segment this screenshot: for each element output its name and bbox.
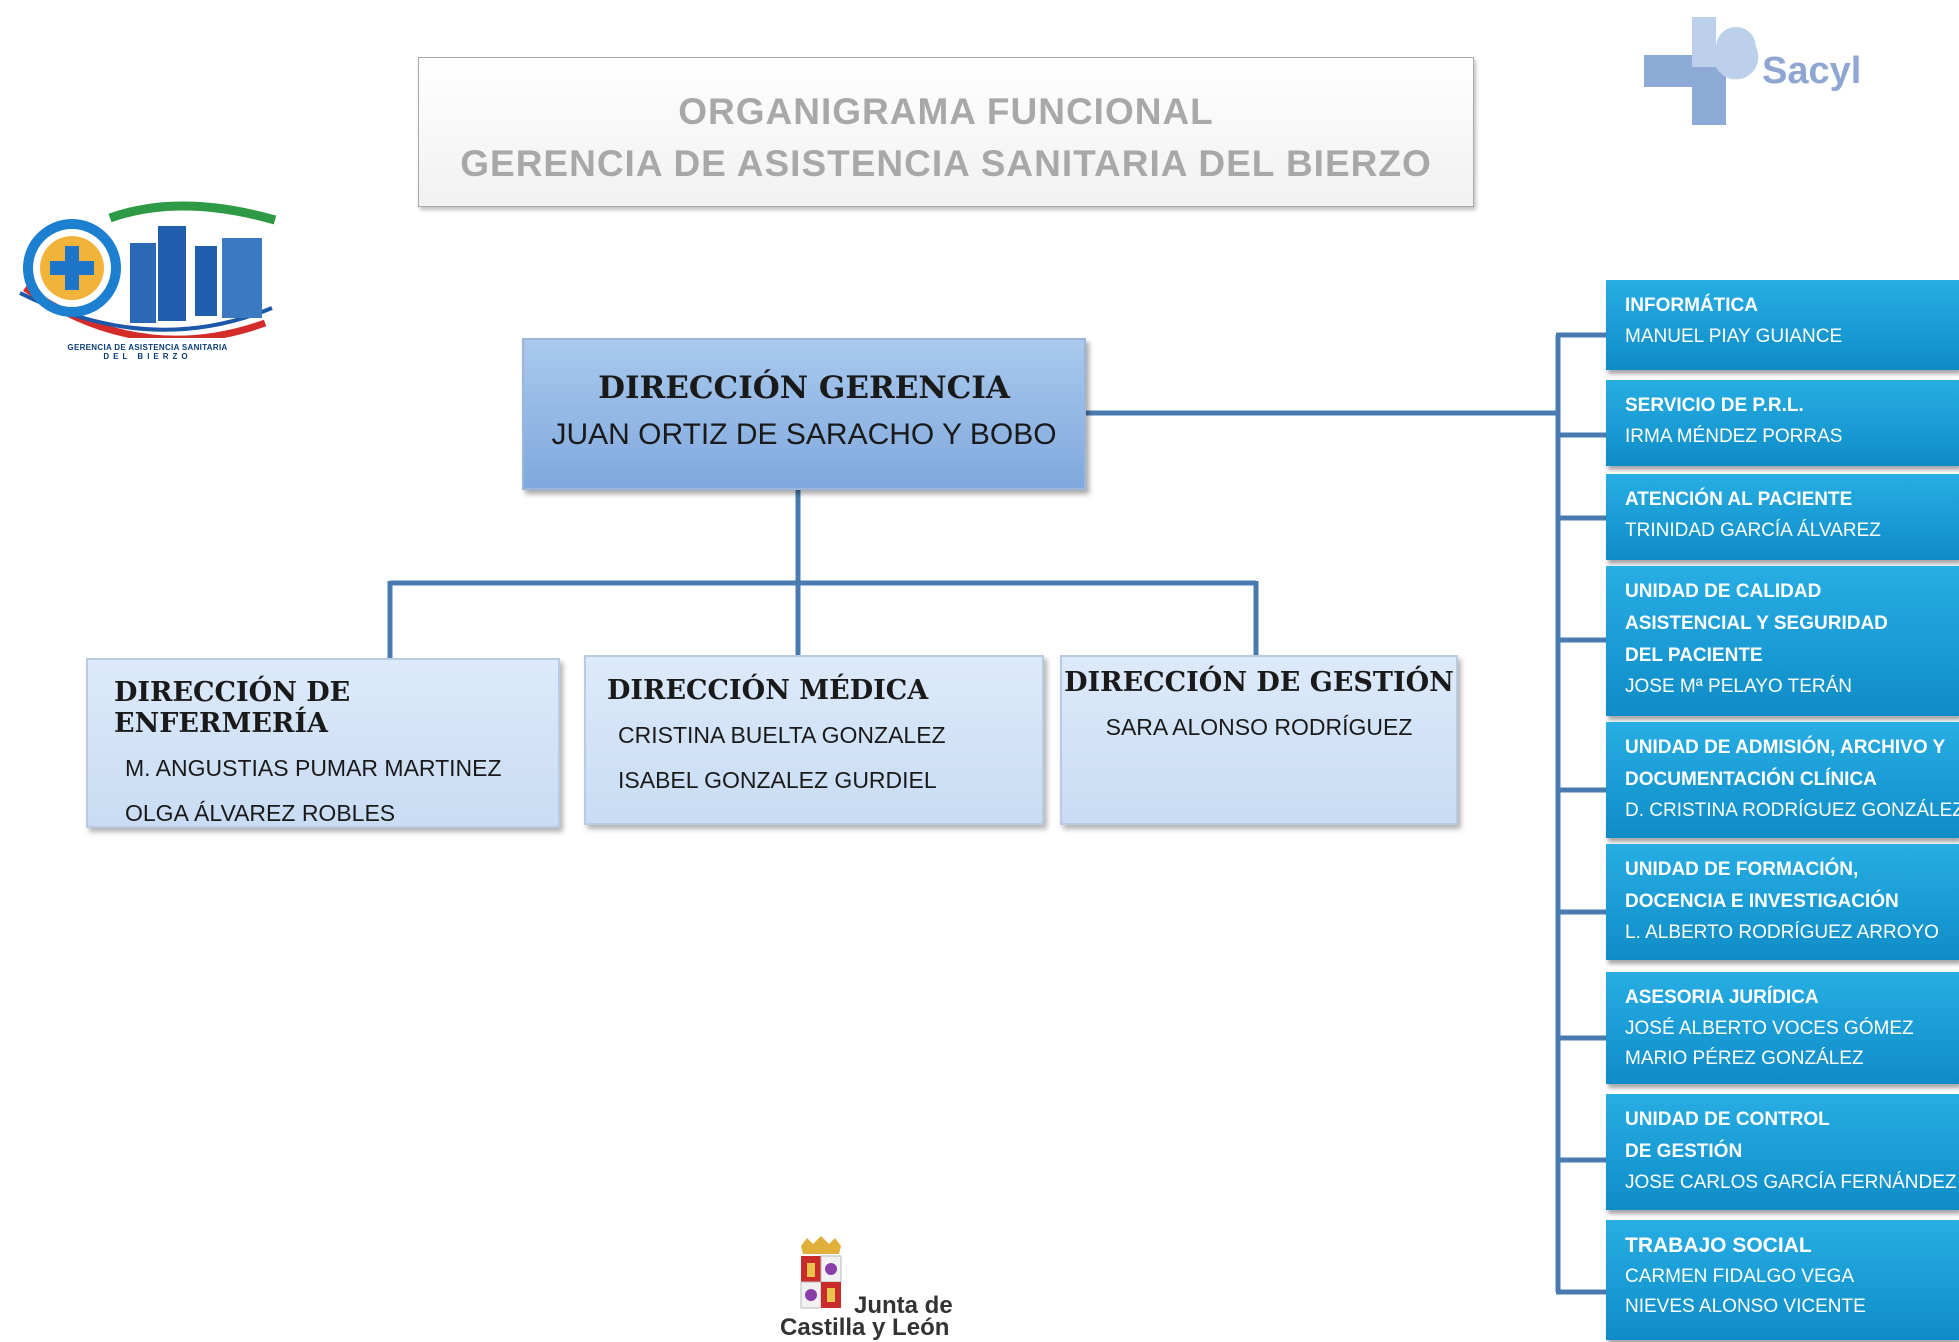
junta-logo-text-line1: Junta de <box>854 1292 953 1319</box>
junta-castilla-leon-logo: Junta de Castilla y León <box>780 1236 1000 1341</box>
unit-title: UNIDAD DE CONTROL <box>1625 1109 1830 1130</box>
hospital-castle-icon <box>19 201 277 343</box>
direction-person: SARA ALONSO RODRÍGUEZ <box>1105 714 1413 740</box>
chart-title-box: ORGANIGRAMA FUNCIONAL GERENCIA DE ASISTE… <box>418 57 1474 207</box>
unit-calidad-seguridad: UNIDAD DE CALIDAD ASISTENCIAL Y SEGURIDA… <box>1606 566 1959 716</box>
unit-title: ASESORIA JURÍDICA <box>1625 987 1819 1008</box>
unit-title: ATENCIÓN AL PACIENTE <box>1625 489 1853 510</box>
direction-title: DIRECCIÓN DE GESTIÓN <box>1064 667 1454 698</box>
coat-of-arms-icon <box>800 1236 842 1309</box>
unit-atencion-paciente: ATENCIÓN AL PACIENTE TRINIDAD GARCÍA ÁLV… <box>1606 474 1959 560</box>
unit-person: JOSE Mª PELAYO TERÁN <box>1625 676 1852 697</box>
chart-title-line2: GERENCIA DE ASISTENCIA SANITARIA DEL BIE… <box>460 143 1432 184</box>
sacyl-cross-icon <box>1644 17 1759 125</box>
unit-title: UNIDAD DE FORMACIÓN, <box>1625 859 1859 880</box>
unit-servicio-prl: SERVICIO DE P.R.L. IRMA MÉNDEZ PORRAS <box>1606 380 1959 466</box>
unit-person: L. ALBERTO RODRÍGUEZ ARROYO <box>1625 922 1939 943</box>
direction-title: DIRECCIÓN MÉDICA <box>607 675 929 706</box>
gerencia-bierzo-logo: GERENCIA DE ASISTENCIA SANITARIA DEL BIE… <box>10 198 285 368</box>
unit-person: JOSÉ ALBERTO VOCES GÓMEZ <box>1625 1018 1914 1039</box>
unit-person: NIEVES ALONSO VICENTE <box>1625 1296 1866 1317</box>
gerencia-title: DIRECCIÓN GERENCIA <box>598 370 1010 406</box>
unit-formacion-docencia: UNIDAD DE FORMACIÓN, DOCENCIA E INVESTIG… <box>1606 844 1959 960</box>
gerencia-name: JUAN ORTIZ DE SARACHO Y BOBO <box>551 418 1057 451</box>
unit-person: MANUEL PIAY GUIANCE <box>1625 326 1843 347</box>
sacyl-logo-text: Sacyl <box>1762 50 1862 92</box>
unit-person: CARMEN FIDALGO VEGA <box>1625 1266 1855 1287</box>
unit-asesoria-juridica: ASESORIA JURÍDICA JOSÉ ALBERTO VOCES GÓM… <box>1606 972 1959 1084</box>
sacyl-logo: Sacyl <box>1644 15 1874 127</box>
unit-person: TRINIDAD GARCÍA ÁLVAREZ <box>1625 520 1881 541</box>
unit-person: JOSE CARLOS GARCÍA FERNÁNDEZ <box>1625 1172 1957 1193</box>
junta-logo-text-line2: Castilla y León <box>780 1314 950 1341</box>
direccion-enfermeria-box: DIRECCIÓN DE ENFERMERÍA M. ANGUSTIAS PUM… <box>86 658 560 828</box>
unit-title: UNIDAD DE CALIDAD <box>1625 581 1822 602</box>
unit-informatica: INFORMÁTICA MANUEL PIAY GUIANCE <box>1606 280 1959 370</box>
chart-title-line1: ORGANIGRAMA FUNCIONAL <box>678 91 1214 132</box>
unit-title: DE GESTIÓN <box>1625 1141 1743 1162</box>
unit-title: DOCENCIA E INVESTIGACIÓN <box>1625 891 1899 912</box>
unit-title: SERVICIO DE P.R.L. <box>1625 395 1804 416</box>
unit-title: UNIDAD DE ADMISIÓN, ARCHIVO Y <box>1625 737 1946 758</box>
gerencia-logo-text-line2: DEL BIERZO <box>103 352 192 361</box>
unit-title: ASISTENCIAL Y SEGURIDAD <box>1625 613 1888 634</box>
unit-trabajo-social: TRABAJO SOCIAL CARMEN FIDALGO VEGA NIEVE… <box>1606 1220 1959 1340</box>
direction-title: DIRECCIÓN DE ENFERMERÍA <box>114 677 351 739</box>
direction-person: OLGA ÁLVAREZ ROBLES <box>125 800 396 826</box>
unit-person: MARIO PÉREZ GONZÁLEZ <box>1625 1048 1864 1069</box>
gerencia-logo-text-line1: GERENCIA DE ASISTENCIA SANITARIA <box>67 343 228 352</box>
unit-title: INFORMÁTICA <box>1625 295 1758 316</box>
unit-person: D. CRISTINA RODRÍGUEZ GONZÁLEZ <box>1625 800 1959 821</box>
direction-person: M. ANGUSTIAS PUMAR MARTINEZ <box>125 755 502 781</box>
unit-title: TRABAJO SOCIAL <box>1625 1234 1812 1257</box>
direction-person: ISABEL GONZALEZ GURDIEL <box>618 767 937 793</box>
direction-person: CRISTINA BUELTA GONZALEZ <box>618 722 946 748</box>
unit-admision-archivo: UNIDAD DE ADMISIÓN, ARCHIVO Y DOCUMENTAC… <box>1606 722 1959 838</box>
direccion-gestion-box: DIRECCIÓN DE GESTIÓN SARA ALONSO RODRÍGU… <box>1060 655 1458 825</box>
unit-person: IRMA MÉNDEZ PORRAS <box>1625 426 1843 447</box>
direccion-gerencia-box: DIRECCIÓN GERENCIA JUAN ORTIZ DE SARACHO… <box>522 338 1086 490</box>
direccion-medica-box: DIRECCIÓN MÉDICA CRISTINA BUELTA GONZALE… <box>584 655 1044 825</box>
unit-control-gestion: UNIDAD DE CONTROL DE GESTIÓN JOSE CARLOS… <box>1606 1094 1959 1210</box>
unit-title: DEL PACIENTE <box>1625 645 1763 666</box>
unit-title: DOCUMENTACIÓN CLÍNICA <box>1625 769 1877 790</box>
